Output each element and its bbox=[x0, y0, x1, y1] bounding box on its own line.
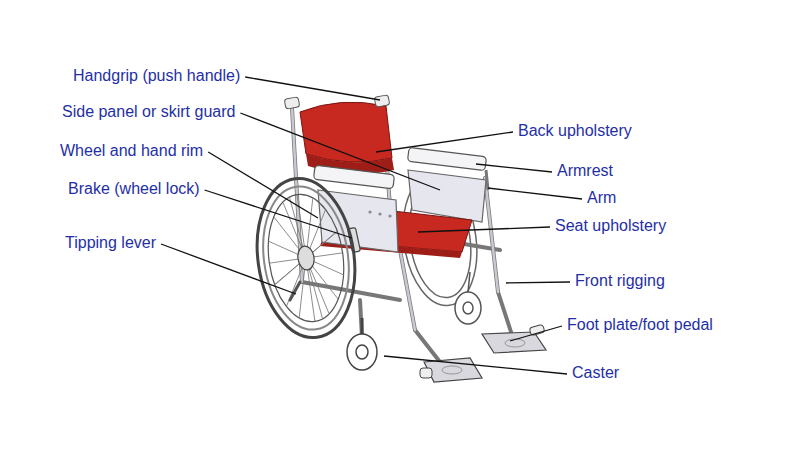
part-label: Handgrip (push handle) bbox=[73, 66, 240, 86]
leader-line bbox=[208, 152, 318, 218]
leader-line bbox=[161, 244, 296, 294]
leader-line bbox=[245, 77, 380, 100]
leader-line bbox=[418, 227, 550, 232]
part-label: Foot plate/foot pedal bbox=[567, 315, 713, 335]
part-label: Brake (wheel lock) bbox=[68, 179, 200, 199]
part-label: Caster bbox=[572, 363, 619, 383]
leader-line bbox=[376, 132, 513, 152]
part-label: Wheel and hand rim bbox=[60, 141, 203, 161]
part-label: Side panel or skirt guard bbox=[62, 102, 235, 122]
part-label: Back upholstery bbox=[518, 121, 632, 141]
leader-line bbox=[506, 282, 570, 283]
leader-line bbox=[476, 164, 552, 172]
part-label: Seat upholstery bbox=[555, 216, 666, 236]
part-label: Armrest bbox=[557, 161, 613, 181]
part-label: Arm bbox=[587, 188, 616, 208]
part-label: Front rigging bbox=[575, 271, 665, 291]
part-label: Tipping lever bbox=[65, 233, 156, 253]
leader-line bbox=[205, 190, 352, 238]
leader-line bbox=[384, 356, 567, 374]
leader-line bbox=[240, 113, 440, 190]
leader-line bbox=[488, 188, 582, 199]
leader-line bbox=[510, 326, 562, 341]
